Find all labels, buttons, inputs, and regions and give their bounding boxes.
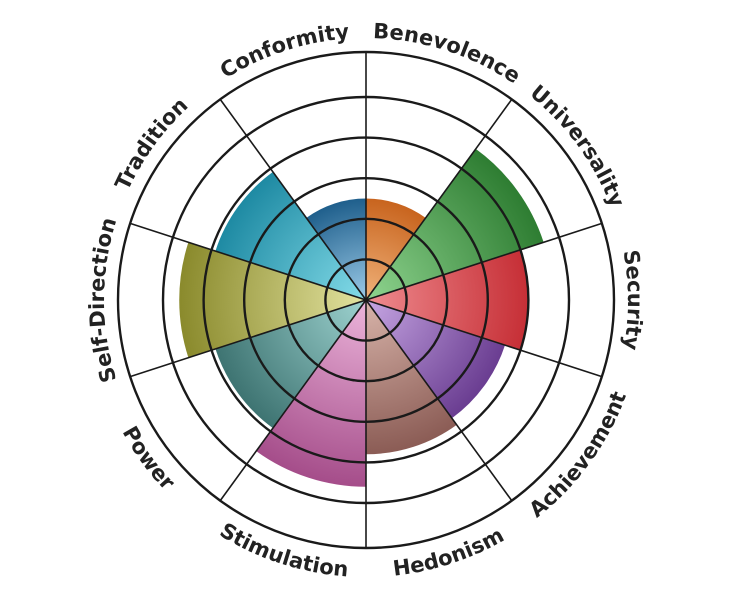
wedge-conformity (306, 198, 366, 300)
category-label-stimulation: Stimulation (216, 518, 350, 581)
wedge-benevolence (366, 198, 426, 300)
category-label-hedonism: Hedonism (392, 523, 508, 581)
wedges-layer (179, 148, 544, 487)
wedge-achievement (366, 300, 506, 419)
divider-line (219, 98, 367, 301)
wedge-self-direction (179, 242, 366, 358)
wedge-hedonism (366, 300, 457, 455)
divider-line (365, 299, 513, 502)
divider-line (129, 222, 367, 301)
category-label-universality: Universality (526, 80, 630, 211)
outer-ring (116, 50, 616, 550)
divider-line (219, 299, 367, 502)
wedge-power (215, 300, 366, 429)
grid-layer (116, 50, 616, 550)
wedge-universality (366, 148, 544, 300)
category-label-achievement: Achievement (525, 388, 631, 522)
divider-line (365, 98, 513, 301)
category-label-self-direction: Self-Direction (85, 215, 121, 386)
category-label-security: Security (619, 248, 647, 352)
divider-line (129, 299, 367, 378)
divider-line (365, 222, 603, 301)
wedge-tradition (215, 171, 366, 300)
category-label-power: Power (118, 422, 180, 495)
category-label-tradition: Tradition (110, 93, 192, 194)
category-label-conformity: Conformity (216, 19, 350, 82)
divider-line (365, 299, 603, 378)
